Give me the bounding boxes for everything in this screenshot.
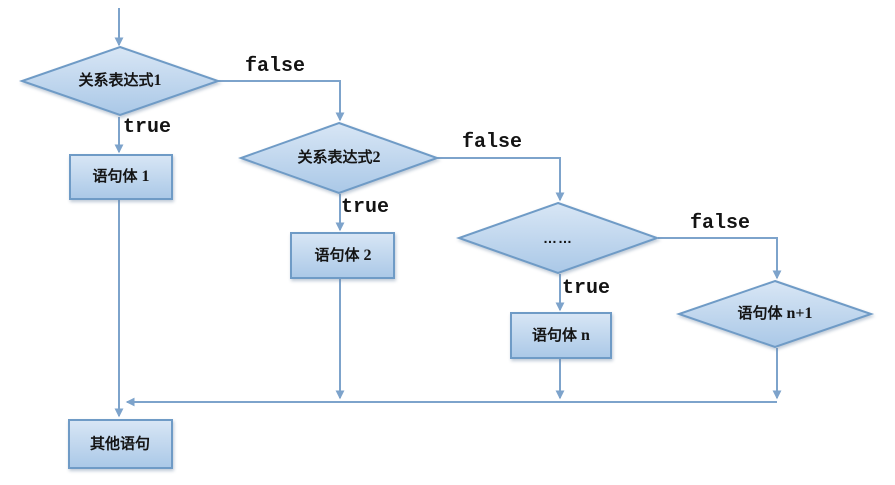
statement1-label: 语句体 1 — [92, 168, 150, 185]
decision1-true-label: true — [123, 116, 172, 139]
edge-decision2-false — [437, 157, 565, 202]
statement2-box — [290, 232, 395, 279]
other-statement-box — [68, 419, 173, 469]
decision4-diamond — [675, 279, 875, 349]
statement1-box — [69, 154, 173, 200]
shapes — [18, 45, 875, 469]
decision1-label: 关系表达式1 — [78, 72, 162, 89]
decision1-diamond — [18, 45, 222, 117]
other-statement-label: 其他语句 — [89, 435, 151, 453]
decision3-label: …… — [543, 230, 573, 246]
statementn-box — [510, 312, 612, 359]
decision2-diamond — [238, 121, 440, 195]
statement2-label: 语句体 2 — [314, 247, 372, 264]
connectors — [114, 8, 782, 418]
decision2-true-label: true — [341, 196, 390, 219]
decision1-false-label: false — [245, 55, 306, 78]
statementn-label: 语句体 n — [532, 327, 590, 344]
decision4-label: 语句体 n+1 — [737, 305, 813, 322]
decision2-false-label: false — [462, 131, 523, 154]
decision3-true-label: true — [562, 277, 611, 300]
edge-decision3-false — [658, 237, 782, 280]
decision3-false-label: false — [690, 212, 751, 235]
decision2-label: 关系表达式2 — [297, 149, 381, 166]
decision3-diamond — [455, 201, 661, 275]
edge-decision1-false — [218, 80, 345, 122]
